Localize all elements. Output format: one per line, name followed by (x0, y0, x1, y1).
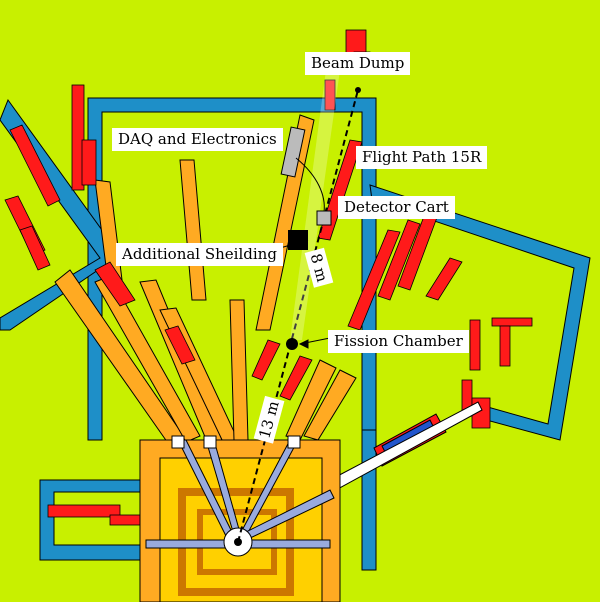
label-daq: DAQ and Electronics (112, 128, 283, 151)
label-additional-shielding: Additional Sheilding (116, 243, 283, 266)
leader-lines (279, 239, 331, 349)
label-flight-path: Flight Path 15R (356, 146, 488, 169)
label-detector-cart: Detector Cart (338, 196, 455, 219)
beam-dump-marker (355, 87, 361, 93)
daq-rack (280, 126, 306, 178)
shielding-blocks (4, 29, 533, 526)
flight-tubes (145, 435, 335, 549)
beam-pipe (329, 401, 483, 491)
flight-path-tube (290, 70, 340, 340)
additional-shielding-block (288, 230, 308, 250)
detector-cart (316, 210, 332, 226)
fission-chamber (286, 338, 298, 350)
daq-cable (295, 157, 325, 213)
target-building (139, 439, 341, 602)
flight-path-centerline (237, 89, 359, 543)
beamlines (54, 114, 357, 447)
label-beam-dump: Beam Dump (305, 52, 411, 75)
label-fission-chamber: Fission Chamber (328, 330, 469, 353)
